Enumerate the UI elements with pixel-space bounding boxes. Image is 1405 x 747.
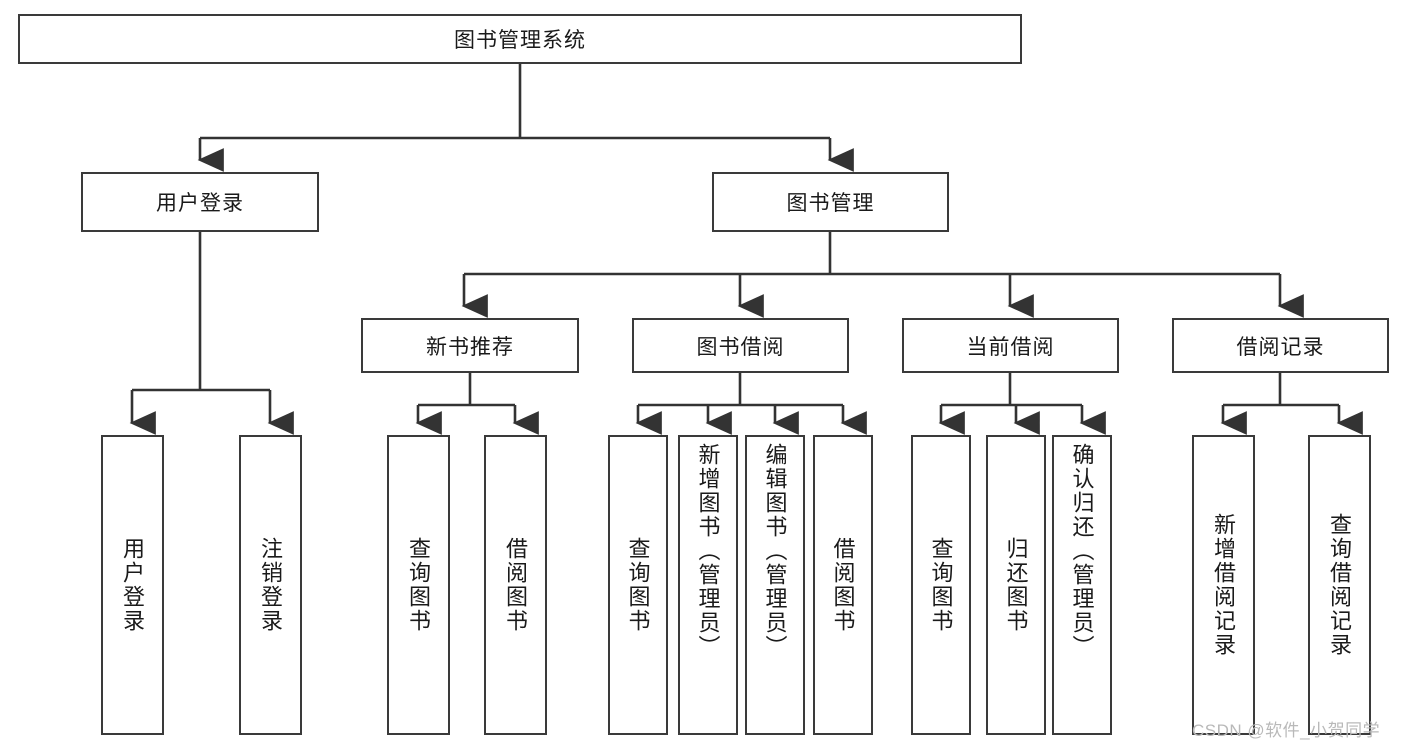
leaf-user-login-label: 用户登录: [120, 537, 146, 633]
leaf-query-borrow-record-label: 查询借阅记录: [1327, 513, 1353, 657]
node-book-management[interactable]: 图书管理: [712, 172, 949, 232]
leaf-edit-book-admin-label: 编辑图书（管理员）: [762, 443, 788, 659]
leaf-query-book-recommend[interactable]: 查询图书: [387, 435, 450, 735]
leaf-confirm-return-admin[interactable]: 确认归还（管理员）: [1052, 435, 1112, 735]
node-user-login[interactable]: 用户登录: [81, 172, 319, 232]
leaf-query-book-recommend-label: 查询图书: [406, 537, 432, 633]
leaf-query-book-borrow-label: 查询图书: [625, 537, 651, 633]
leaf-user-login[interactable]: 用户登录: [101, 435, 164, 735]
leaf-borrow-book-label: 借阅图书: [830, 537, 856, 633]
leaf-logout-label: 注销登录: [258, 537, 284, 633]
leaf-query-book-current[interactable]: 查询图书: [911, 435, 971, 735]
leaf-return-book[interactable]: 归还图书: [986, 435, 1046, 735]
node-borrow-record[interactable]: 借阅记录: [1172, 318, 1389, 373]
leaf-query-book-borrow[interactable]: 查询图书: [608, 435, 668, 735]
leaf-add-borrow-record[interactable]: 新增借阅记录: [1192, 435, 1255, 735]
node-root-label: 图书管理系统: [454, 29, 586, 52]
leaf-add-borrow-record-label: 新增借阅记录: [1211, 513, 1237, 657]
node-borrow-record-label: 借阅记录: [1236, 335, 1325, 359]
node-new-book-recommend[interactable]: 新书推荐: [361, 318, 579, 373]
leaf-add-book-admin[interactable]: 新增图书（管理员）: [678, 435, 738, 735]
node-user-login-label: 用户登录: [156, 192, 244, 215]
leaf-query-book-current-label: 查询图书: [928, 537, 954, 633]
leaf-borrow-book-recommend[interactable]: 借阅图书: [484, 435, 547, 735]
node-new-book-recommend-label: 新书推荐: [426, 335, 514, 359]
leaf-logout[interactable]: 注销登录: [239, 435, 302, 735]
node-book-borrow-label: 图书借阅: [696, 335, 785, 359]
leaf-edit-book-admin[interactable]: 编辑图书（管理员）: [745, 435, 805, 735]
node-current-borrow[interactable]: 当前借阅: [902, 318, 1119, 373]
node-book-management-label: 图书管理: [786, 192, 875, 215]
leaf-confirm-return-admin-label: 确认归还（管理员）: [1069, 443, 1095, 659]
node-current-borrow-label: 当前借阅: [966, 335, 1055, 359]
leaf-borrow-book-recommend-label: 借阅图书: [503, 537, 529, 633]
leaf-borrow-book[interactable]: 借阅图书: [813, 435, 873, 735]
leaf-query-borrow-record[interactable]: 查询借阅记录: [1308, 435, 1371, 735]
watermark: CSDN @软件_小贺同学: [1192, 721, 1381, 740]
node-root[interactable]: 图书管理系统: [18, 14, 1022, 64]
leaf-add-book-admin-label: 新增图书（管理员）: [695, 443, 721, 659]
node-book-borrow[interactable]: 图书借阅: [632, 318, 849, 373]
leaf-return-book-label: 归还图书: [1003, 537, 1029, 633]
